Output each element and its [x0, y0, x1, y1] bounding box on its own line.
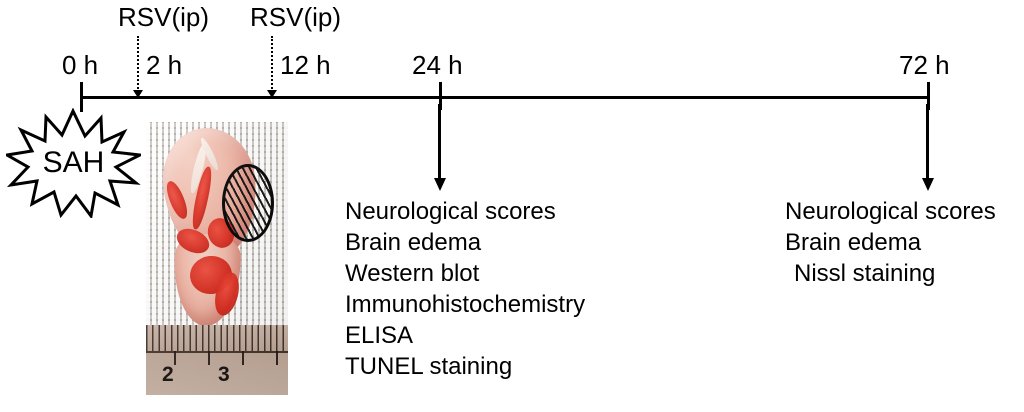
list-item: TUNEL staining: [345, 353, 513, 380]
treatment-label-rsv-2h: RSV(ip): [118, 2, 210, 32]
arrow-head: [434, 178, 446, 191]
list-item: Neurological scores: [345, 198, 556, 225]
arrow-shaft: [137, 36, 139, 96]
arrow-head: [133, 90, 143, 98]
ruler-major-tick: [242, 351, 244, 365]
list-item: ELISA: [345, 322, 414, 349]
dotted-arrow-icon-rsv-2h: [133, 36, 143, 98]
arrow-head: [922, 178, 934, 191]
ruler: 2 3: [146, 325, 288, 395]
timeline-tick-0h: [80, 82, 83, 112]
list-item: Brain edema: [785, 229, 922, 256]
down-arrow-icon-24h: [434, 104, 446, 191]
arrow-head: [267, 90, 277, 98]
down-arrow-icon-72h: [922, 104, 934, 191]
timepoint-label-12h: 12 h: [280, 50, 331, 80]
treatment-label-rsv-12h: RSV(ip): [250, 2, 342, 32]
list-item: Immunohistochemistry: [345, 291, 586, 318]
sah-starburst-icon: SAH: [6, 108, 141, 218]
ruler-baseline: [146, 351, 288, 353]
timeline-tick-24h: [439, 82, 442, 110]
arrow-shaft: [438, 104, 441, 182]
ruler-major-tick: [208, 351, 210, 365]
sah-label: SAH: [42, 146, 105, 179]
arrow-shaft: [271, 36, 273, 96]
timepoint-label-2h: 2 h: [146, 50, 183, 80]
ruler-major-tick: [276, 351, 278, 365]
ruler-minor-ticks: [146, 325, 288, 351]
timeline-axis: [80, 96, 928, 99]
ruler-number: 2: [162, 363, 174, 386]
timepoint-label-72h: 72 h: [899, 50, 950, 80]
hemorrhage-region-ellipse-marker: [222, 164, 274, 242]
assessment-list-24h: Neurological scores Brain edema Western …: [345, 196, 585, 382]
timepoint-label-24h: 24 h: [412, 50, 463, 80]
assessment-list-72h: Neurological scores Brain edema Nissl st…: [785, 196, 996, 289]
list-item: Nissl staining: [794, 260, 936, 287]
timeline-tick-72h: [927, 82, 930, 110]
list-item: Western blot: [345, 260, 480, 287]
list-item: Brain edema: [345, 229, 482, 256]
ruler-major-tick: [174, 351, 176, 365]
timepoint-label-0h: 0 h: [62, 50, 99, 80]
ruler-number: 3: [218, 363, 230, 386]
brain-specimen-photo: 2 3: [146, 122, 288, 395]
dotted-arrow-icon-rsv-12h: [267, 36, 277, 98]
list-item: Neurological scores: [785, 198, 996, 225]
arrow-shaft: [926, 104, 929, 182]
